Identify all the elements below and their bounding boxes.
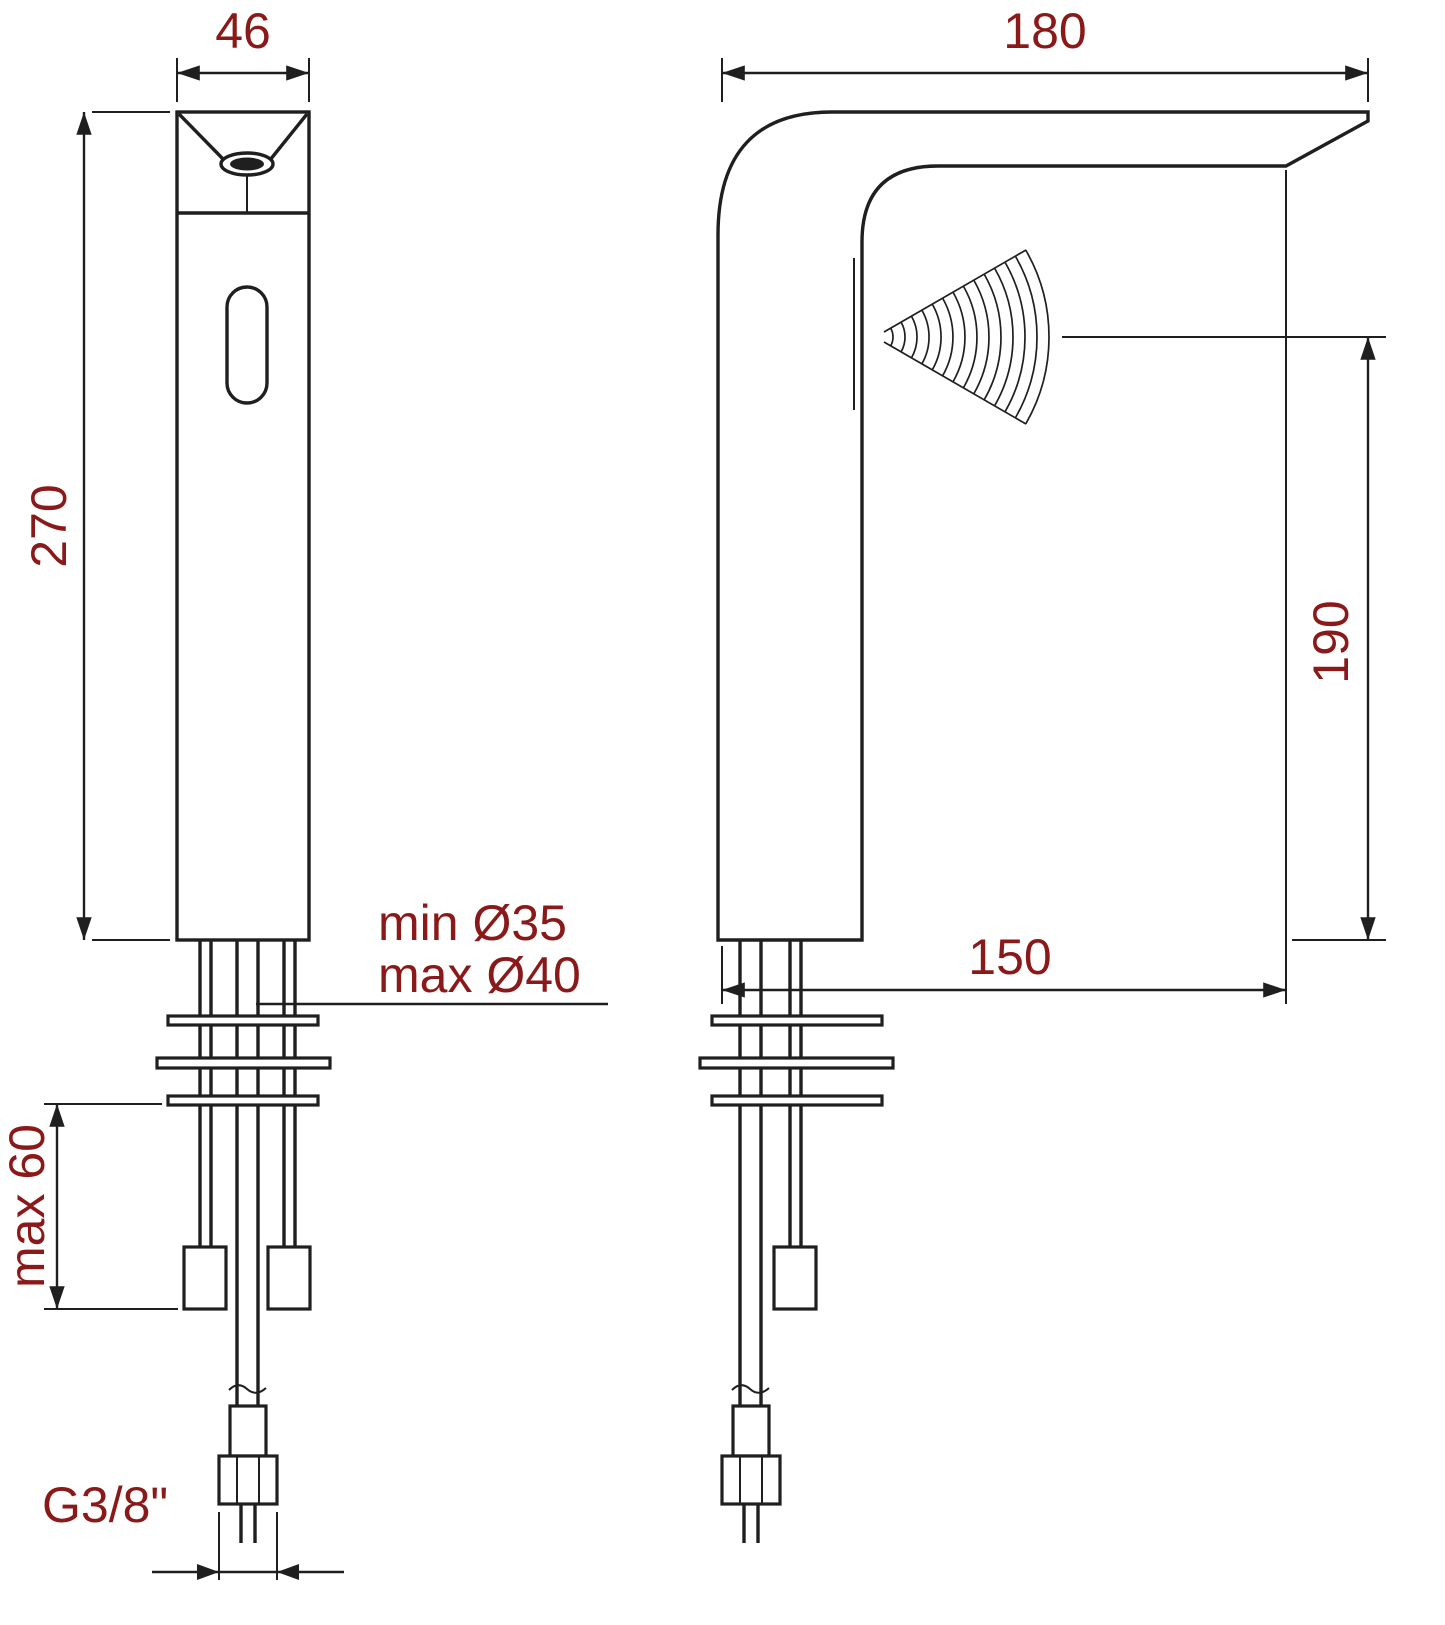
dim-depth-label: 180 <box>1003 3 1086 59</box>
spout-funnel-right <box>268 112 309 162</box>
hole-max-label: max Ø40 <box>378 947 581 1003</box>
washer-plate <box>698 1056 895 1070</box>
sensor-beam <box>883 249 1050 425</box>
arrowhead <box>277 1564 299 1580</box>
body-profile <box>716 110 1370 942</box>
mounting-hardware-side <box>698 940 895 1406</box>
faucet-body-front <box>175 110 311 942</box>
hose-break-mark <box>228 1384 267 1394</box>
dim-spout-height-label: 190 <box>1303 600 1359 683</box>
dim-width-label: 46 <box>215 3 271 59</box>
dim-reach-150: 150 <box>721 170 1287 1004</box>
dim-height-label: 270 <box>21 484 77 567</box>
washer-plate <box>166 1094 320 1107</box>
washer-plate <box>710 1094 884 1107</box>
dim-spout-height-190: 190 <box>1062 336 1386 941</box>
washer-plate <box>155 1056 332 1070</box>
dim-width-46: 46 <box>176 3 310 102</box>
dim-depth-180: 180 <box>721 3 1369 102</box>
beam-edge <box>883 341 1027 425</box>
hose-fitting <box>228 1404 268 1458</box>
fixing-nut <box>772 1245 818 1311</box>
fixing-nut <box>182 1245 228 1311</box>
sensor-window <box>225 285 269 405</box>
arrowhead <box>197 1564 219 1580</box>
thread-label: G3/8" <box>42 1477 168 1533</box>
hose-fitting <box>731 1404 771 1458</box>
hex-connector-nut <box>217 1454 279 1506</box>
supply-hose-side <box>720 1384 782 1543</box>
hose-break-mark <box>731 1384 770 1394</box>
fixing-nut <box>266 1245 312 1311</box>
deck-thickness-label: max 60 <box>0 1124 55 1288</box>
hole-diameter-note: min Ø35 max Ø40 <box>256 895 608 1006</box>
faucet-body-side <box>716 110 1370 942</box>
washer-plate <box>710 1014 884 1027</box>
spout-funnel-left <box>177 112 226 162</box>
dim-height-270: 270 <box>21 111 170 941</box>
hex-connector-nut <box>720 1454 782 1506</box>
hole-min-label: min Ø35 <box>378 895 567 951</box>
dim-reach-label: 150 <box>968 929 1051 985</box>
front-view: 46 270 <box>0 3 608 1580</box>
thread-spec: G3/8" <box>42 1477 344 1580</box>
washer-plate <box>166 1014 320 1027</box>
side-view: 180 <box>698 3 1386 1543</box>
body-outline <box>175 110 311 942</box>
supply-hose-front <box>217 1384 279 1543</box>
mounting-hardware-front <box>155 940 332 1406</box>
beam-edge <box>883 249 1027 333</box>
aerator-outlet <box>230 157 264 171</box>
dim-deck-max-60: max 60 <box>0 1103 178 1310</box>
